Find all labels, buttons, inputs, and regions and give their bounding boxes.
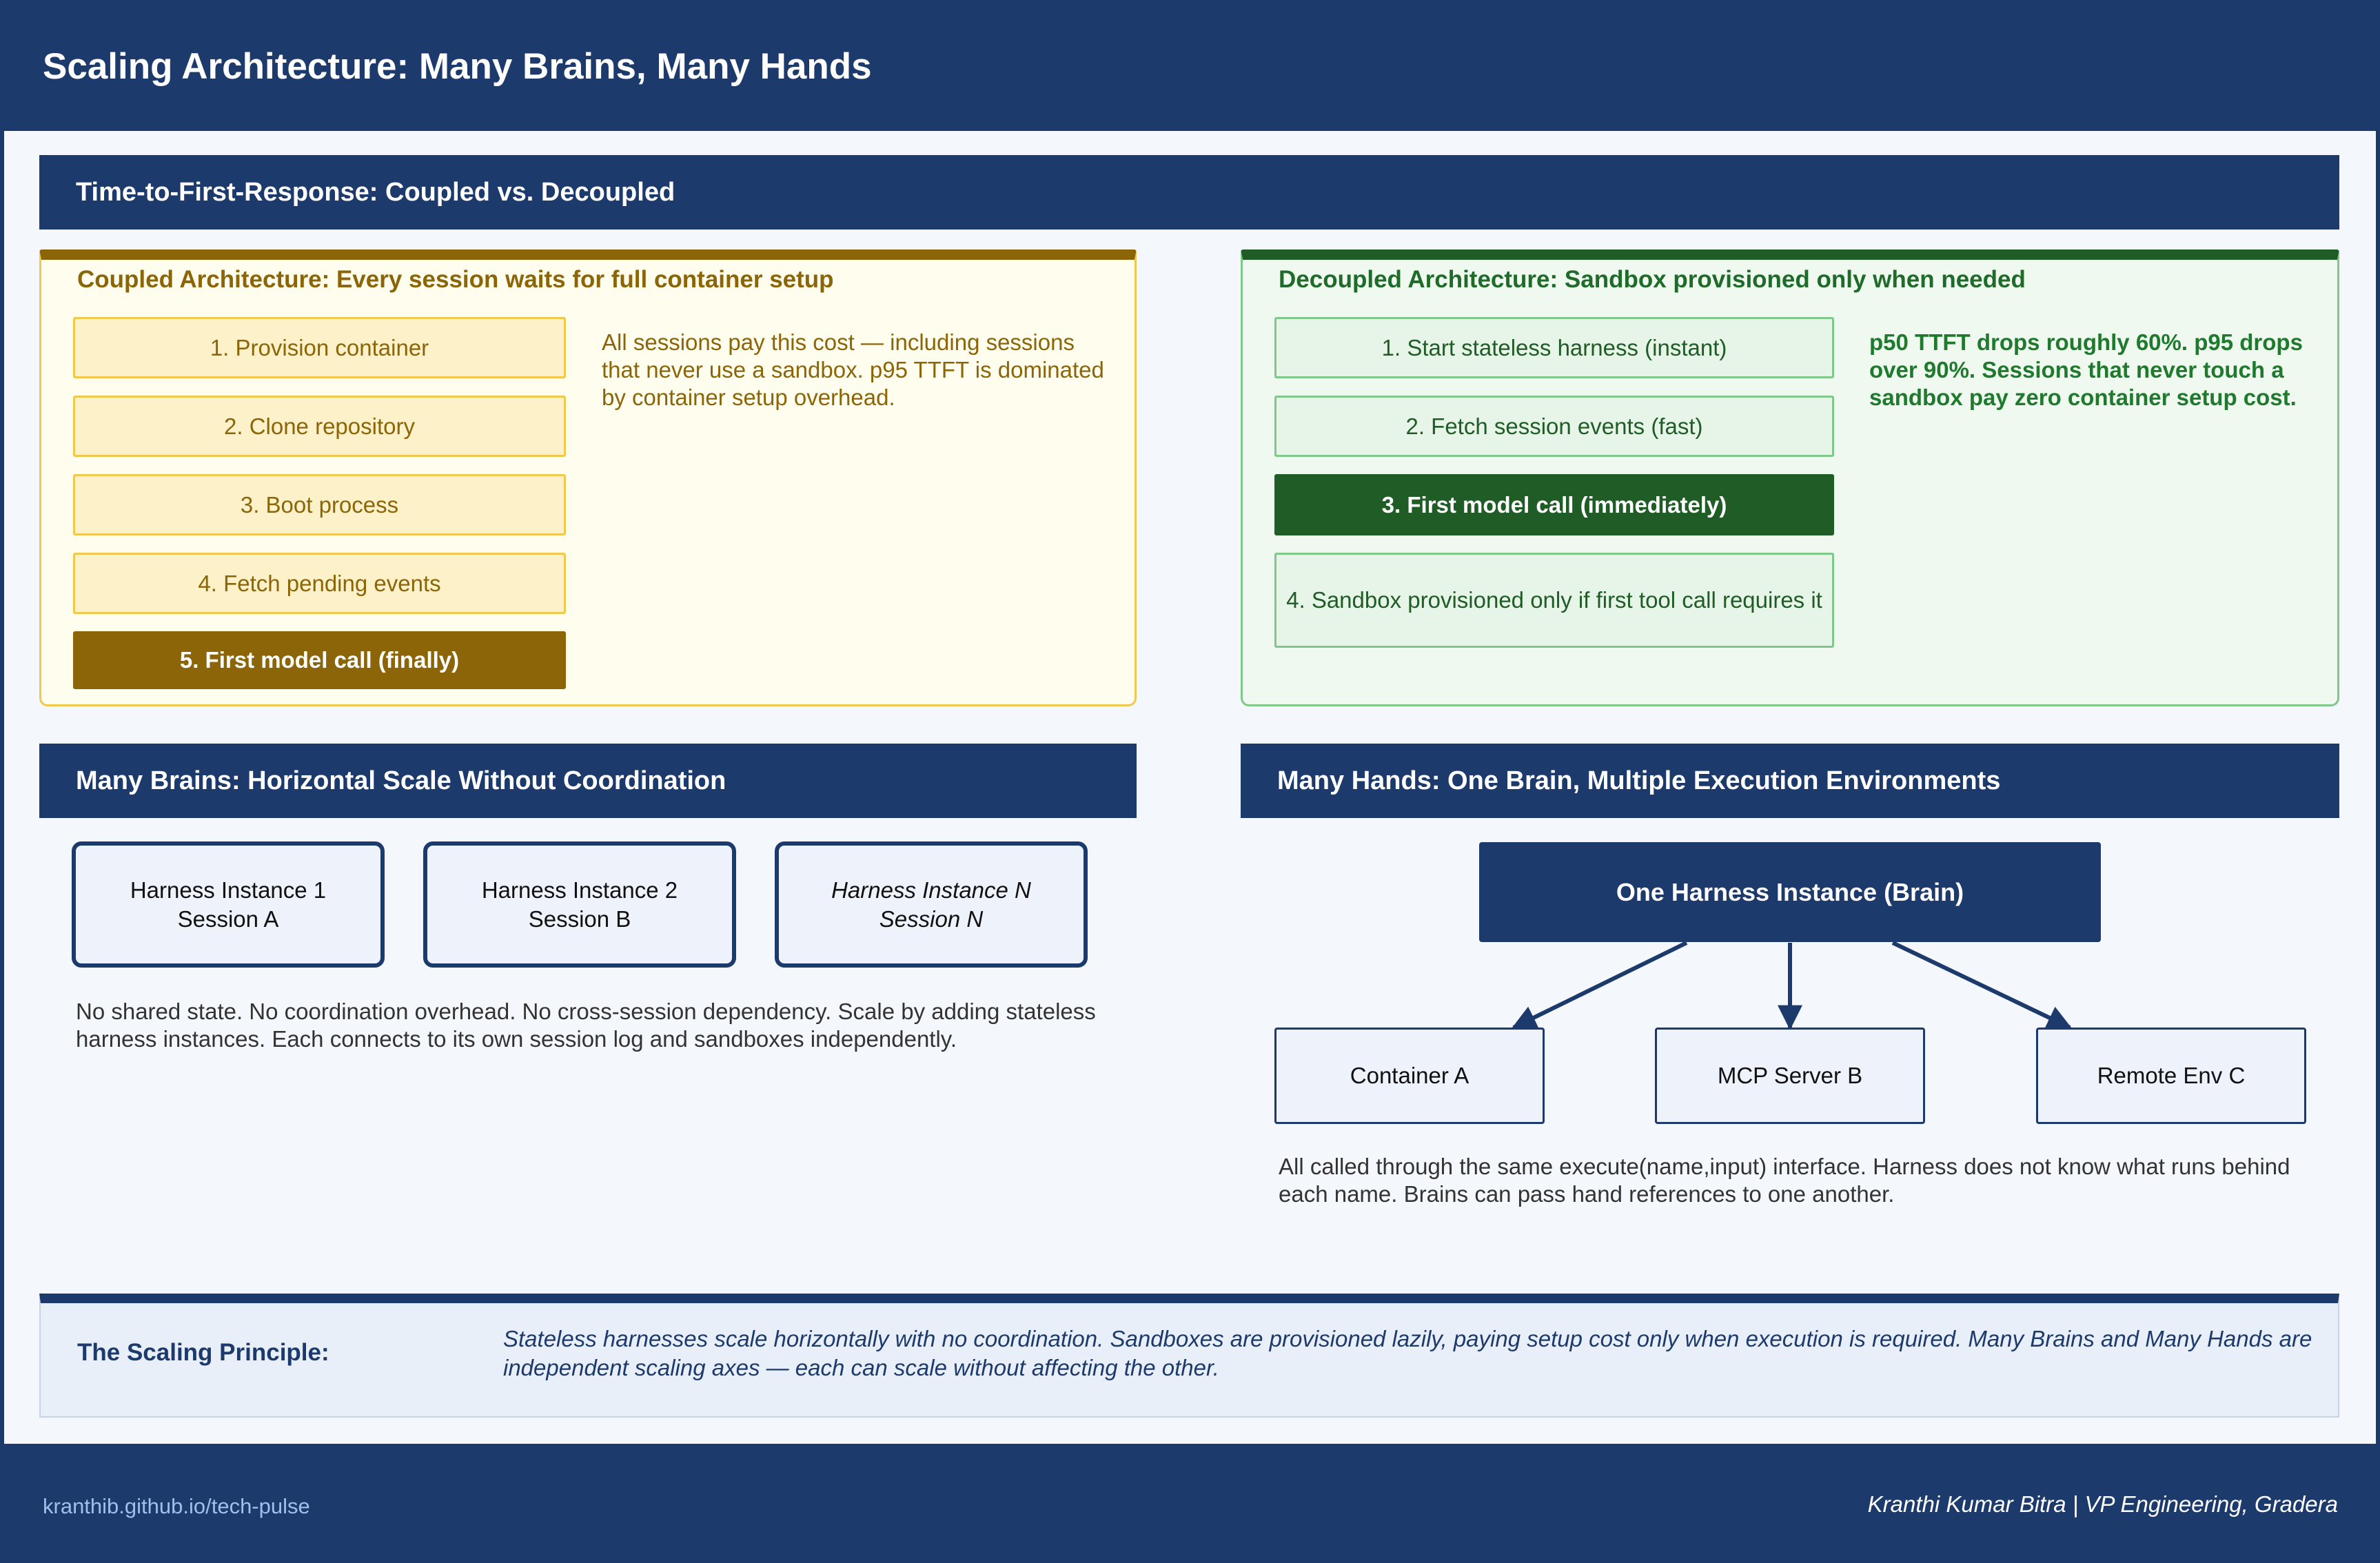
decoupled-step-4: 4. Sandbox provisioned only if first too… (1274, 553, 1834, 648)
hands-section-header: Many Hands: One Brain, Multiple Executio… (1241, 744, 2339, 818)
footer-link[interactable]: kranthib.github.io/tech-pulse (43, 1494, 310, 1518)
harness-instance-2-session: Session B (528, 906, 631, 932)
coupled-panel-title: Coupled Architecture: Every session wait… (77, 266, 834, 293)
header-bar (0, 0, 2380, 131)
coupled-step-3: 3. Boot process (73, 474, 566, 535)
harness-instance-2-name: Harness Instance 2 (481, 877, 678, 903)
coupled-step-4: 4. Fetch pending events (73, 553, 566, 614)
coupled-step-5: 5. First model call (finally) (73, 631, 566, 689)
decoupled-step-2: 2. Fetch session events (fast) (1274, 396, 1834, 457)
harness-instance-1: Harness Instance 1 Session A (72, 841, 385, 968)
harness-instance-n-name: Harness Instance N (831, 877, 1031, 903)
brain-harness-box: One Harness Instance (Brain) (1479, 842, 2101, 942)
decoupled-panel-title: Decoupled Architecture: Sandbox provisio… (1279, 266, 2026, 293)
hand-remote-env-c: Remote Env C (2036, 1028, 2306, 1124)
ttfr-section-header: Time-to-First-Response: Coupled vs. Deco… (39, 155, 2339, 229)
hands-note: All called through the same execute(name… (1279, 1154, 2290, 1207)
page-title: Scaling Architecture: Many Brains, Many … (43, 46, 872, 87)
decoupled-step-3: 3. First model call (immediately) (1274, 474, 1834, 535)
ttfr-section-title: Time-to-First-Response: Coupled vs. Deco… (76, 177, 675, 207)
hand-mcp-server-b: MCP Server B (1655, 1028, 1925, 1124)
harness-instance-1-session: Session A (177, 906, 279, 932)
scaling-principle-box (39, 1294, 2339, 1418)
scaling-principle-label: The Scaling Principle: (77, 1339, 329, 1366)
coupled-note: All sessions pay this cost — including s… (602, 329, 1104, 410)
coupled-step-1: 1. Provision container (73, 317, 566, 378)
harness-instance-n-session: Session N (879, 906, 984, 932)
scaling-principle-text: Stateless harnesses scale horizontally w… (503, 1326, 2312, 1380)
harness-instance-1-name: Harness Instance 1 (130, 877, 327, 903)
harness-instance-n: Harness Instance N Session N (775, 841, 1088, 968)
footer-author: Kranthi Kumar Bitra | VP Engineering, Gr… (1867, 1491, 2338, 1517)
decoupled-note: p50 TTFT drops roughly 60%. p95 drops ov… (1869, 329, 2303, 410)
brains-section-title: Many Brains: Horizontal Scale Without Co… (76, 766, 726, 795)
hand-container-a: Container A (1274, 1028, 1545, 1124)
brains-section-header: Many Brains: Horizontal Scale Without Co… (39, 744, 1137, 818)
coupled-step-2: 2. Clone repository (73, 396, 566, 457)
harness-instance-2: Harness Instance 2 Session B (423, 841, 736, 968)
decoupled-step-1: 1. Start stateless harness (instant) (1274, 317, 1834, 378)
brains-note: No shared state. No coordination overhea… (76, 999, 1096, 1052)
hands-section-title: Many Hands: One Brain, Multiple Executio… (1277, 766, 2001, 795)
